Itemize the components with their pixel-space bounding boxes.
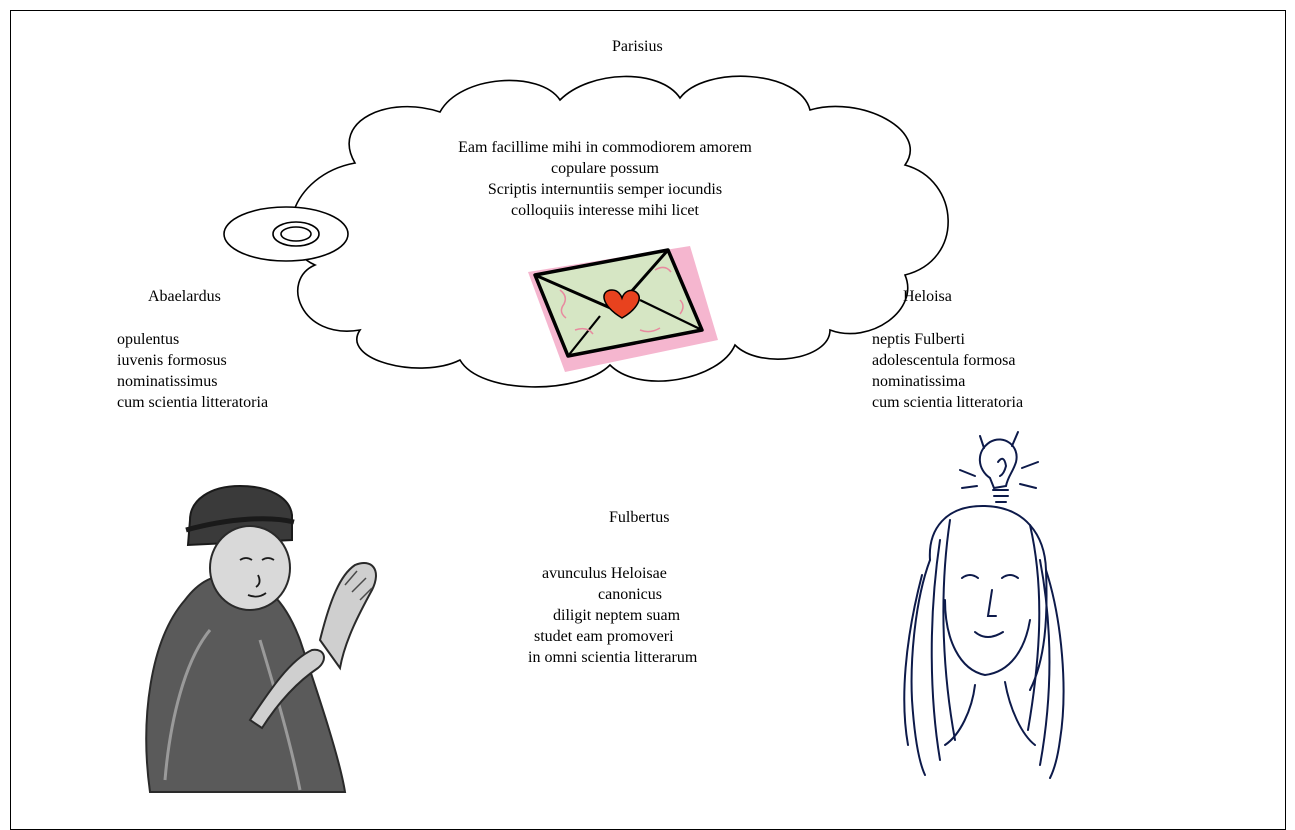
trait-item: nominatissimus <box>117 373 218 390</box>
thought-bubbles <box>223 206 349 262</box>
fulbertus-traits: avunculus Heloisae canonicus diligit nep… <box>528 563 697 668</box>
thought-line: Eam facillime mihi in commodiorem amorem <box>458 139 752 156</box>
thought-line: copulare possum <box>551 160 659 177</box>
trait-item: adolescentula formosa <box>872 352 1016 369</box>
heloisa-name: Heloisa <box>903 288 952 305</box>
woman-sketch-with-lightbulb-image <box>903 431 1065 779</box>
trait-item: opulentus <box>117 331 180 348</box>
love-letter-icon <box>528 246 718 372</box>
trait-item: in omni scientia litterarum <box>528 649 698 666</box>
fulbertus-name: Fulbertus <box>609 509 670 526</box>
heloisa-traits: neptis Fulberti adolescentula formosa no… <box>872 329 1023 413</box>
abaelardus-traits: opulentus iuvenis formosus nominatissimu… <box>117 329 268 413</box>
trait-item: cum scientia litteratoria <box>117 394 269 411</box>
trait-item: canonicus <box>598 586 662 603</box>
place-label: Parisius <box>612 38 663 55</box>
trait-item: cum scientia litteratoria <box>872 394 1024 411</box>
thought-text: Eam facillime mihi in commodiorem amorem… <box>380 137 830 221</box>
trait-item: diligit neptem suam <box>553 607 681 624</box>
trait-item: neptis Fulberti <box>872 331 965 348</box>
trait-item: studet eam promoveri <box>534 628 674 645</box>
thought-line: colloquiis interesse mihi licet <box>511 202 699 219</box>
thought-cloud <box>289 75 949 388</box>
trait-item: nominatissima <box>872 373 966 390</box>
thought-line: Scriptis internuntiis semper iocundis <box>487 181 723 198</box>
abaelardus-name: Abaelardus <box>148 288 221 305</box>
monk-portrait-image <box>136 478 377 793</box>
trait-item: avunculus Heloisae <box>542 565 667 582</box>
trait-item: iuvenis formosus <box>117 352 227 369</box>
